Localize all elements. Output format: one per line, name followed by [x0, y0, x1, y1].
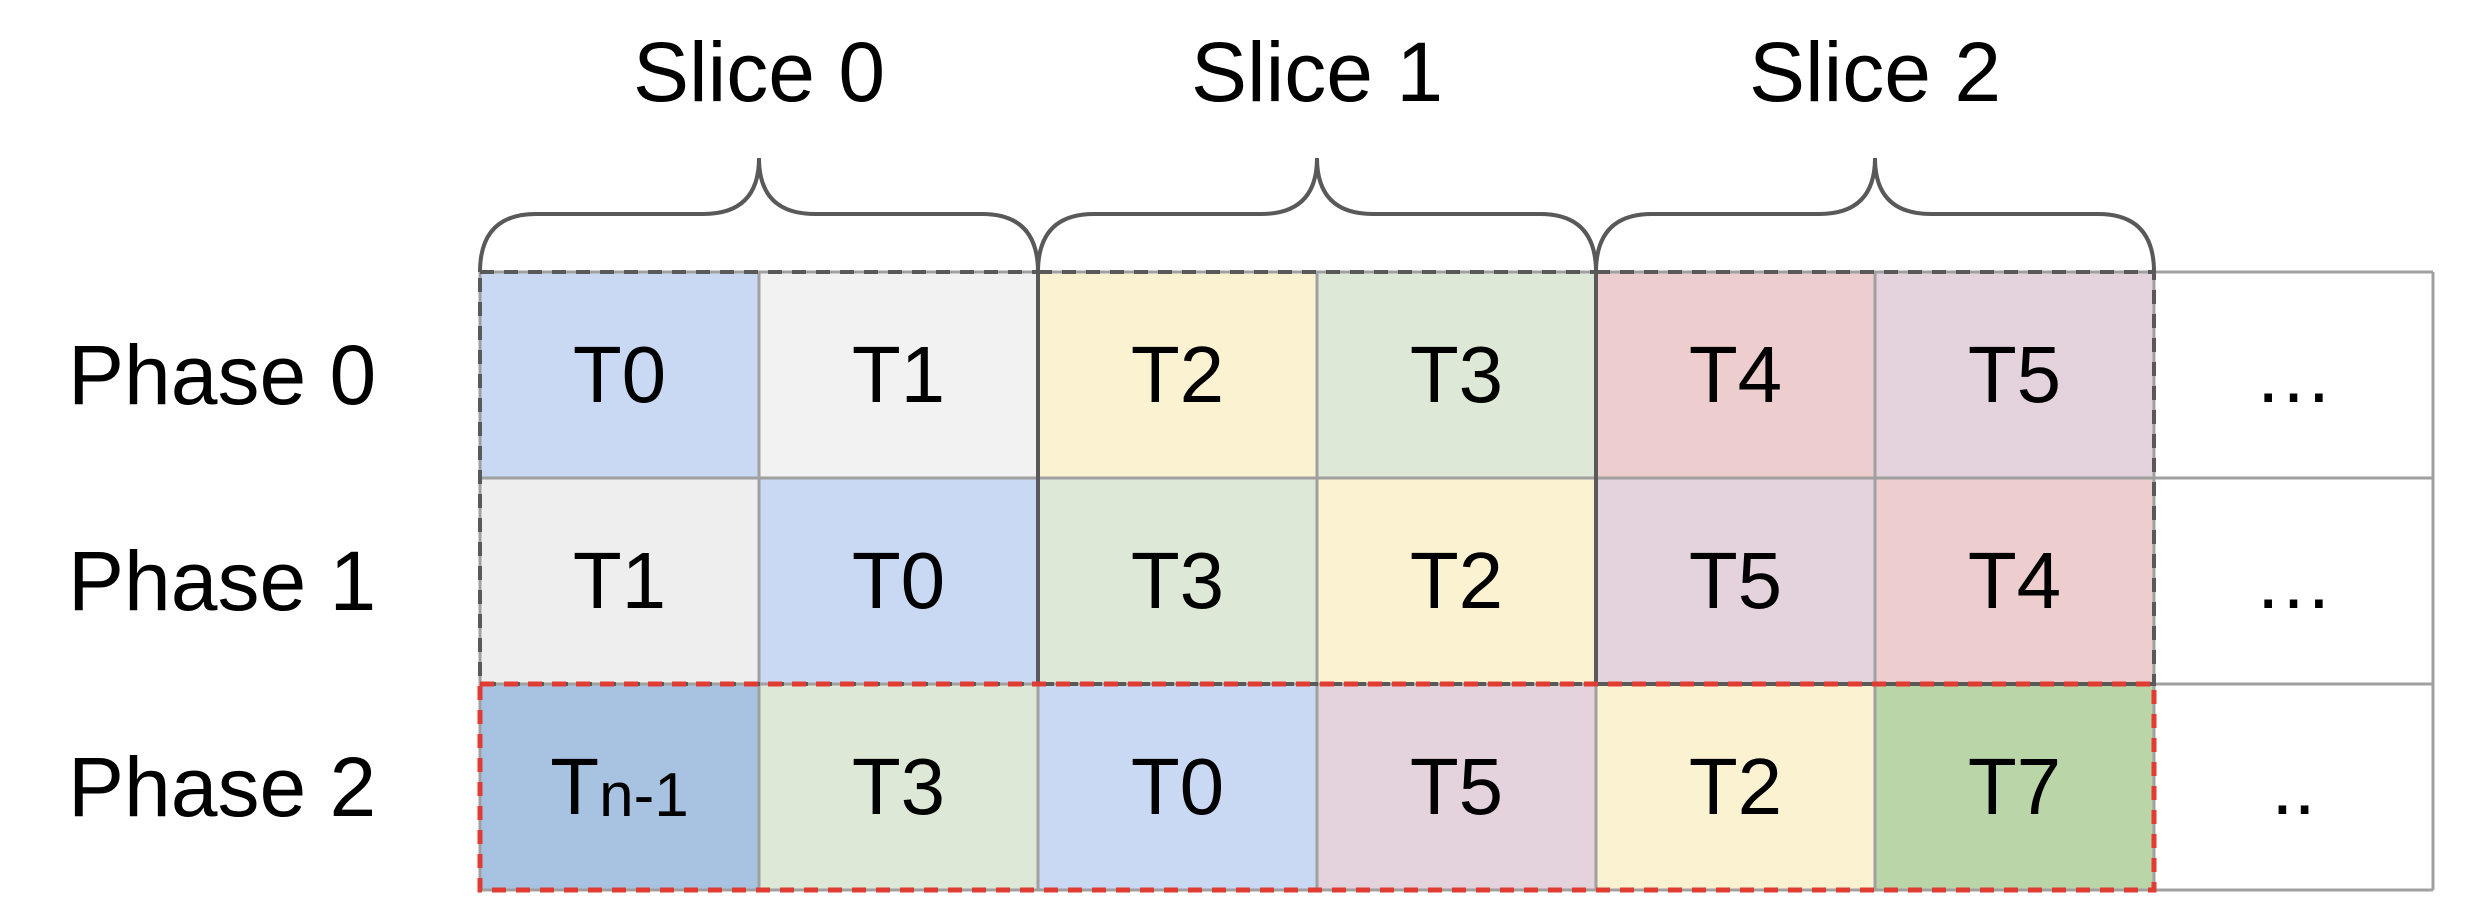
- cell-phase0-col2: T2: [1038, 272, 1317, 478]
- cell-label: T3: [1409, 330, 1504, 419]
- cell-phase1-col6: …: [2154, 478, 2433, 684]
- cell-phase2-col5: T7: [1875, 684, 2154, 890]
- slice-label-0: Slice 0: [632, 25, 886, 119]
- cell-label: T5: [1409, 742, 1504, 831]
- cell-phase1-col5: T4: [1875, 478, 2154, 684]
- cell-phase1-col2: T3: [1038, 478, 1317, 684]
- cell-label: T5: [1967, 330, 2062, 419]
- cell-label: T5: [1688, 536, 1783, 625]
- cell-label: T3: [851, 742, 946, 831]
- slice-brace-0: [478, 157, 1040, 273]
- slice-outline-1: [1036, 270, 1598, 686]
- cell-label: T4: [1967, 536, 2062, 625]
- cell-subscript: n-1: [599, 760, 689, 830]
- slice-brace-1: [1036, 157, 1598, 273]
- cell-phase0-col3: T3: [1317, 272, 1596, 478]
- phase-label-1: Phase 1: [68, 534, 377, 628]
- cell-label: T2: [1688, 742, 1783, 831]
- cell-label: T: [550, 742, 600, 831]
- cell-label: T2: [1409, 536, 1504, 625]
- cell-phase1-col1: T0: [759, 478, 1038, 684]
- phase-label-0: Phase 0: [68, 328, 377, 422]
- cell-phase0-col1: T1: [759, 272, 1038, 478]
- cell-phase1-col0: T1: [480, 478, 759, 684]
- cell-phase0-col5: T5: [1875, 272, 2154, 478]
- slice-label-1: Slice 1: [1190, 25, 1444, 119]
- cell-phase0-col4: T4: [1596, 272, 1875, 478]
- slice-label-2: Slice 2: [1748, 25, 2002, 119]
- cell-label: T1: [572, 536, 667, 625]
- cell-phase2-col4: T2: [1596, 684, 1875, 890]
- slice-outline-0: [478, 270, 1040, 686]
- cell-phase1-col3: T2: [1317, 478, 1596, 684]
- cell-label: ..: [2271, 742, 2316, 831]
- cell-phase2-col1: T3: [759, 684, 1038, 890]
- slice-brace-2: [1594, 157, 2156, 273]
- cell-label: T0: [572, 330, 667, 419]
- cell-label: T1: [851, 330, 946, 419]
- cell-phase1-col4: T5: [1596, 478, 1875, 684]
- cell-label: …: [2253, 536, 2334, 625]
- cell-phase2-col3: T5: [1317, 684, 1596, 890]
- cell-phase2-col2: T0: [1038, 684, 1317, 890]
- cell-label: …: [2253, 330, 2334, 419]
- cell-label: T2: [1130, 330, 1225, 419]
- phase-2-highlight: [477, 681, 2157, 893]
- cell-label: T0: [851, 536, 946, 625]
- cell-label: T4: [1688, 330, 1783, 419]
- cell-phase0-col6: …: [2154, 272, 2433, 478]
- cell-label: T0: [1130, 742, 1225, 831]
- cell-label: T7: [1967, 742, 2062, 831]
- phase-label-2: Phase 2: [68, 740, 377, 834]
- cell-phase0-col0: T0: [480, 272, 759, 478]
- cell-phase2-col6: ..: [2154, 684, 2433, 890]
- cell-label: T3: [1130, 536, 1225, 625]
